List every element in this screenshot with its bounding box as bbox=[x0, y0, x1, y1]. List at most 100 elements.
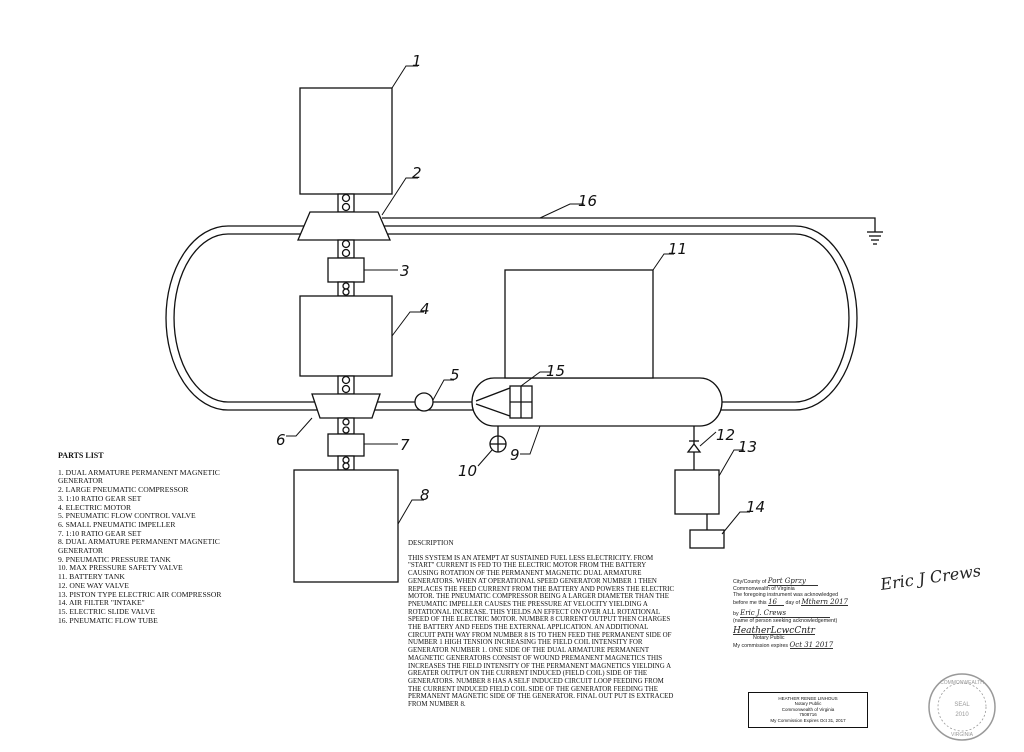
parts-list-items: 1. DUAL ARMATURE PERMANENT MAGNETIC GENE… bbox=[58, 467, 258, 626]
leader-9 bbox=[520, 425, 541, 455]
ack-month-year: Mthern 2017 bbox=[801, 597, 848, 607]
parts-list-item: 10. MAX PRESSURE SAFETY VALVE bbox=[58, 563, 183, 573]
parts-list-item: 5. PNEUMATIC FLOW CONTROL VALVE bbox=[58, 511, 196, 521]
seal-middle-text: SEAL bbox=[954, 702, 970, 708]
callout-1: 1 bbox=[412, 52, 422, 70]
ack-line-2-label: before me this bbox=[733, 599, 767, 606]
callout-13: 13 bbox=[738, 438, 757, 456]
slide-valve-funnel bbox=[475, 387, 511, 417]
callout-6: 6 bbox=[276, 431, 286, 449]
ack-line-1: The foregoing instrument was acknowledge… bbox=[733, 592, 839, 599]
description-title: DESCRIPTION bbox=[408, 539, 454, 547]
stamp-line-4: 7508716 bbox=[799, 712, 817, 718]
electric-motor-4 bbox=[299, 295, 393, 377]
parts-list-item: 3. 1:10 RATIO GEAR SET bbox=[58, 493, 142, 503]
description-body: THIS SYSTEM IS AN ATEMPT AT SUSTAINED FU… bbox=[408, 554, 675, 709]
seal-year-text: 2010 bbox=[955, 712, 969, 718]
callout-2: 2 bbox=[412, 164, 422, 182]
leader-16 bbox=[539, 203, 584, 219]
description-block: DESCRIPTION THIS SYSTEM IS AN ATEMPT AT … bbox=[408, 539, 676, 709]
flow-control-valve-5 bbox=[414, 392, 434, 412]
parts-list-item: 1. DUAL ARMATURE PERMANENT MAGNETIC GENE… bbox=[58, 467, 220, 486]
callout-15: 15 bbox=[546, 362, 565, 380]
city-county-label: City/County of bbox=[733, 579, 767, 585]
by-value: Eric J. Crews bbox=[740, 610, 831, 618]
parts-list-item: 9. PNEUMATIC PRESSURE TANK bbox=[58, 554, 171, 564]
leader-14 bbox=[721, 511, 750, 535]
seal-top-text: COMMONWEALTH bbox=[940, 680, 984, 686]
parts-list-item: 16. PNEUMATIC FLOW TUBE bbox=[58, 615, 158, 625]
leader-10 bbox=[477, 449, 493, 467]
shaft-coupler-2 bbox=[337, 239, 355, 259]
expires-label: My commission expires bbox=[733, 642, 789, 649]
notary-seal bbox=[928, 673, 996, 741]
leader-5 bbox=[432, 379, 454, 401]
stamp-line-1: HEATHER RENEE LINHOUS bbox=[778, 696, 838, 701]
notary-acknowledgement: City/County of Port Gprzy Commonwealth o… bbox=[733, 578, 883, 650]
parts-list-item: 6. SMALL PNEUMATIC IMPELLER bbox=[58, 519, 176, 529]
callout-12: 12 bbox=[716, 426, 735, 444]
notary-stamp: HEATHER RENEE LINHOUS Notary Public Comm… bbox=[748, 692, 868, 728]
parts-list-item: 7. 1:10 RATIO GEAR SET bbox=[58, 528, 142, 538]
parts-list-item: 4. ELECTRIC MOTOR bbox=[58, 502, 132, 512]
city-county-value: Port Gprzy bbox=[767, 578, 818, 586]
callout-7: 7 bbox=[400, 436, 410, 454]
ground-wire bbox=[382, 217, 876, 232]
electric-slide-valve-15 bbox=[509, 385, 533, 419]
leader-15 bbox=[520, 371, 550, 387]
callout-4: 4 bbox=[420, 300, 430, 318]
seal-bottom-text: VIRGINIA bbox=[951, 732, 974, 738]
stamp-line-2: Notary Public bbox=[794, 701, 822, 707]
notary-public-label: Notary Public bbox=[753, 635, 785, 642]
shaft-coupler-5 bbox=[337, 417, 355, 435]
air-compressor-13 bbox=[674, 469, 720, 515]
shaft-coupler-3 bbox=[337, 281, 355, 297]
pneumatic-flow-tube-outer bbox=[165, 225, 858, 411]
parts-list-item: 12. ONE WAY VALVE bbox=[58, 580, 129, 590]
callout-5: 5 bbox=[450, 366, 460, 384]
commonwealth-label: Commonwealth of Virginia bbox=[733, 585, 795, 592]
air-filter-14 bbox=[689, 529, 725, 549]
shaft-coupler-1 bbox=[337, 193, 355, 213]
ack-day-of: day of bbox=[785, 599, 800, 606]
battery-tank-11 bbox=[504, 269, 654, 379]
compressor-2 bbox=[297, 211, 391, 241]
callout-10: 10 bbox=[458, 462, 477, 480]
leader-1 bbox=[391, 65, 418, 89]
leader-8 bbox=[397, 499, 424, 525]
parts-list-title: PARTS LIST bbox=[58, 451, 104, 460]
parts-list-item: 2. LARGE PNEUMATIC COMPRESSOR bbox=[58, 485, 189, 495]
impeller-6 bbox=[311, 393, 381, 419]
one-way-valve-12 bbox=[686, 442, 702, 453]
stamp-line-5: My Commission Expires Oct 31, 2017 bbox=[770, 717, 846, 723]
callout-11: 11 bbox=[668, 240, 687, 258]
gear-set-7 bbox=[327, 433, 365, 457]
callout-8: 8 bbox=[420, 486, 430, 504]
pneumatic-flow-tube-inner bbox=[173, 233, 850, 403]
callout-3: 3 bbox=[400, 262, 410, 280]
generator-1-box bbox=[299, 87, 393, 195]
callout-16: 16 bbox=[578, 192, 597, 210]
shaft-coupler-6 bbox=[337, 455, 355, 471]
stamp-line-3: Commonwealth of Virginia bbox=[781, 706, 835, 712]
leader-13 bbox=[718, 449, 744, 477]
parts-list-item: 15. ELECTRIC SLIDE VALVE bbox=[58, 606, 155, 616]
shaft-coupler-4 bbox=[337, 375, 355, 395]
parts-list-item: 11. BATTERY TANK bbox=[58, 572, 125, 582]
leader-11 bbox=[652, 253, 674, 271]
callout-9: 9 bbox=[510, 446, 520, 464]
callout-14: 14 bbox=[746, 498, 765, 516]
parts-list-item: 8. DUAL ARMATURE PERMANENT MAGNETIC GENE… bbox=[58, 537, 220, 556]
parts-list-item: 13. PISTON TYPE ELECTRIC AIR COMPRESSOR bbox=[58, 589, 222, 599]
parts-list: PARTS LIST 1. DUAL ARMATURE PERMANENT MA… bbox=[58, 451, 258, 626]
leader-6 bbox=[286, 417, 313, 437]
pressure-tank-9 bbox=[471, 377, 723, 427]
leader-4 bbox=[391, 311, 424, 337]
ack-day: 16 bbox=[768, 598, 785, 607]
generator-8-box bbox=[293, 469, 399, 583]
expires-value: Oct 31 2017 bbox=[789, 640, 834, 650]
by-label: by bbox=[733, 611, 739, 618]
ground-symbol-icon bbox=[867, 231, 883, 245]
name-caption: (name of person seeking acknowledgement) bbox=[733, 617, 838, 624]
